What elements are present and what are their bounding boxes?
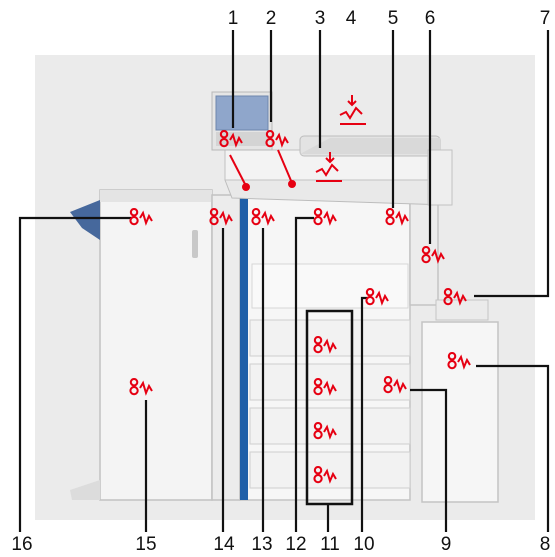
paper-jam-icon — [265, 130, 289, 148]
callout-16: 16 — [11, 534, 32, 555]
callout-8: 8 — [540, 534, 551, 555]
callout-2: 2 — [266, 8, 277, 29]
paper-jam-icon — [313, 422, 337, 440]
leader-lines — [18, 30, 550, 532]
paper-jam-icon — [209, 208, 233, 226]
finisher-bridge — [211, 194, 241, 501]
callout-1: 1 — [228, 8, 239, 29]
paper-jam-icon — [129, 208, 153, 226]
document-jam-icon — [315, 152, 342, 182]
paper-jam-icon — [313, 336, 337, 354]
touch-screen — [215, 95, 269, 131]
document-jam-icon — [339, 95, 366, 125]
main-body — [239, 194, 439, 501]
callout-7: 7 — [540, 8, 551, 29]
front-panel-blue-strip — [240, 195, 248, 500]
callout-13: 13 — [251, 534, 272, 555]
finisher-tray-upper — [70, 200, 100, 240]
paper-jam-icon — [251, 208, 275, 226]
callout-3: 3 — [315, 8, 326, 29]
paper-jam-icon — [443, 288, 467, 306]
callout-10: 10 — [353, 534, 374, 555]
paper-jam-icon — [383, 376, 407, 394]
paper-jam-icon — [219, 130, 243, 148]
callout-15: 15 — [135, 534, 156, 555]
callout-9: 9 — [441, 534, 452, 555]
bypass-tray — [435, 299, 489, 321]
paper-jam-icon — [365, 288, 389, 306]
callout-14: 14 — [213, 534, 235, 555]
paper-jam-icon — [421, 246, 445, 264]
callout-4: 4 — [346, 8, 357, 29]
callout-12: 12 — [285, 534, 306, 555]
finisher-unit — [70, 189, 241, 501]
paper-jam-icon — [447, 352, 471, 370]
tray-group-highlight — [305, 309, 354, 506]
paper-jam-icon — [129, 378, 153, 396]
callout-6: 6 — [425, 8, 436, 29]
paper-jam-icon — [313, 208, 337, 226]
paper-jam-icons — [129, 130, 471, 484]
paper-jam-icon — [313, 378, 337, 396]
paper-jam-icon — [385, 208, 409, 226]
callout-11: 11 — [320, 534, 340, 555]
lcf-unit — [421, 299, 499, 503]
callout-5: 5 — [388, 8, 399, 29]
jam-pointers — [229, 149, 296, 191]
paper-jam-icon — [313, 466, 337, 484]
